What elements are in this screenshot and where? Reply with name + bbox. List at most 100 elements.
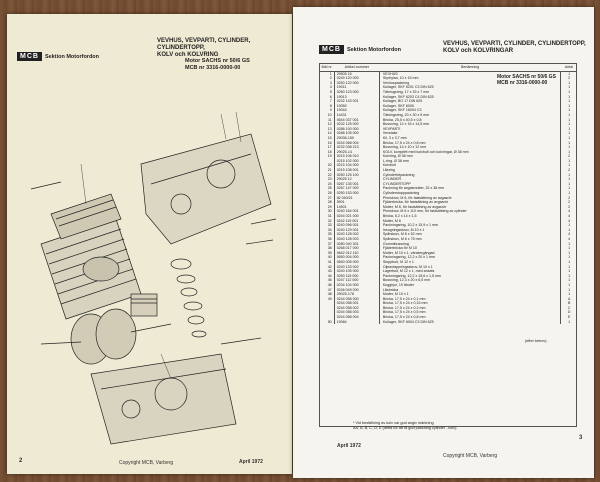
cell-antal: 1 [568,85,571,90]
cell-antal: 1 [568,71,571,76]
cell-antal: 1 [568,191,571,196]
cell-antal: 1 [568,135,571,140]
cell-antal: 1 [568,149,571,154]
cell-antal: 1 [568,181,571,186]
col-header-artikel: Artikel-nummer [334,63,380,72]
bolts-drawing [30,181,277,345]
cell-bild-nr: 19 [319,154,335,159]
cell-bild-nr [319,158,335,164]
cell-artikel-nummer: 19084 [334,319,380,325]
cell-benamning: Cylinderfotpackning [379,172,562,178]
cell-artikel-nummer: 0247 112 000 [334,278,380,283]
piston-drawing [130,293,158,317]
cell-antal: 1 [568,259,571,264]
col-header-benamning: Benämning [379,63,561,72]
cell-artikel-nummer: 0288 100 000 [334,126,380,132]
bearings-drawing [170,258,207,338]
cell-antal: 1 [568,117,571,122]
footnote-line-2: AA, A, B, C, D, E (detta för att få god … [353,426,458,430]
cell-bild-nr: 13 [319,126,335,132]
left-logo: MCB Sektion Motorfordon [17,52,99,61]
left-page-number: 2 [19,458,23,464]
cell-antal: 2 [568,154,571,159]
cell-benamning: Insugningsskruv, M 10 x 1 [379,227,562,233]
motor-number: MCB nr 3316-0000-00 [185,64,241,71]
cell-artikel-nummer: 0240 128 002 [334,232,380,237]
motor-model: Motor SACHS nr 50/6 GS [497,74,556,80]
cell-artikel-nummer: 0244 058 003 [334,310,380,316]
cell-antal: A [567,296,571,301]
cell-artikel-nummer: 5901 [334,200,380,205]
cell-antal: 1 [568,108,571,113]
cell-artikel-nummer: 29025-14 [334,149,380,155]
cell-bild-nr: 5 [319,89,335,95]
cell-artikel-nummer: 0240 105 000 [334,269,380,274]
cell-antal: 4 [568,236,571,241]
cylinder-drawing [40,218,142,320]
table-header-row: Bild nr Artikel-nummer Benämning Antal [319,63,577,72]
cell-benamning: Kolvbult [379,163,562,169]
cell-antal: 1 [568,246,571,251]
mcb-logo: MCB [17,52,42,61]
cell-antal: 4 [568,209,571,214]
cell-artikel-nummer: 0249 120 000 [334,76,380,81]
header-line-2: KOLV och KOLVRINGAR [443,48,514,54]
cell-benamning: Pinnskruv, M 6, för fastsättning av avga… [379,195,562,201]
cell-benamning: Spårskruv, M 6 x 52 mm [379,232,562,237]
leader-lines [80,111,242,380]
cell-artikel-nummer: 14501 [334,204,380,210]
cell-antal: 1 [568,158,571,163]
exploded-engine-diagram [30,111,277,445]
cell-bild-nr: 47 [319,287,335,293]
cell-artikel-nummer: 29025-178 [334,292,380,297]
cell-bild-nr: 34 [319,227,335,233]
crankcase-upper-drawing [140,133,272,245]
cell-bild-nr: 25 [319,186,335,192]
cell-benamning: Fjäderbricka för M 10 [379,246,562,251]
cell-bild-nr: 50 [319,319,335,325]
cell-artikel-nummer: 0232 143 001 [334,99,380,104]
cell-antal: 1 [568,319,571,324]
left-date: April 1972 [239,459,263,465]
cell-antal: B [567,301,571,306]
cell-bild-nr: 27 [319,195,335,201]
cell-antal: 1 [568,250,571,255]
cell-antal: 1 [568,145,571,150]
cell-benamning: Vevstake [379,131,562,136]
cell-artikel-nummer: 0250 153 000 [334,191,380,196]
cell-benamning: Kullager, SKF 6203 C4 DIN 625 [379,94,562,100]
cell-bild-nr: 23 [319,177,335,182]
cell-bild-nr: 29 [319,204,335,210]
cell-artikel-nummer: 19044 [334,108,380,113]
cell-artikel-nummer: 0244 058 002 [334,305,380,311]
cell-benamning: Vevhuspackning [379,80,562,86]
cell-antal: 1 [568,241,571,246]
cell-bild-nr: 17 [319,145,335,150]
cell-benamning: Kullager, SKF 6201 C3 DIN 625 [379,85,562,90]
cell-antal: 1 [568,122,571,127]
cell-artikel-nummer: 0240 133 002 [334,264,380,270]
cell-artikel-nummer: 29025 12 [334,177,380,182]
section-label: Sektion Motorfordon [346,46,402,53]
cell-benamning: Pinnskruv, M 6 x 110 mm, för fastsättnin… [379,209,562,214]
